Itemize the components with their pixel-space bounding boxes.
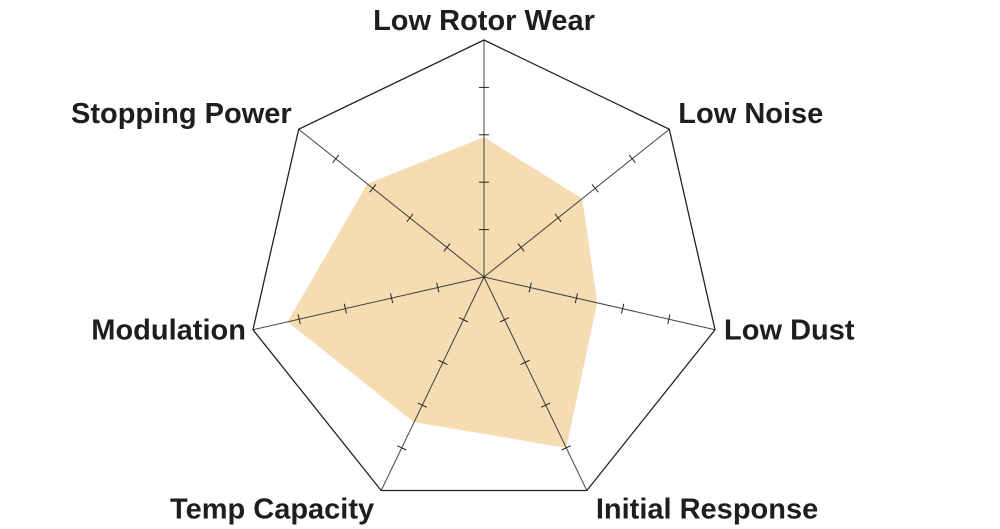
axis-label: Initial Response [596, 494, 818, 526]
axis-label: Temp Capacity [170, 494, 374, 526]
series-area-0 [287, 137, 598, 448]
axis-label: Low Dust [724, 315, 855, 347]
axis-tick [297, 314, 301, 325]
axis-tick [554, 213, 562, 223]
axis-line [380, 276, 485, 491]
axis-tick [389, 293, 394, 304]
axis-tick [332, 154, 340, 164]
axis-tick [417, 402, 428, 408]
axis-tick [628, 154, 636, 164]
axis-tick [438, 359, 448, 366]
axis-label: Stopping Power [71, 98, 292, 130]
axis-tick [621, 303, 625, 314]
axis-line [483, 276, 588, 491]
axis-tick [591, 184, 599, 193]
axis-tick [443, 243, 451, 252]
outer-frame [252, 39, 716, 492]
axis-tick [436, 282, 440, 293]
axis-line [483, 128, 670, 278]
axis-line [298, 128, 485, 278]
axis-line [252, 276, 485, 331]
axis-tick [520, 359, 530, 366]
axis-tick [574, 293, 579, 304]
axis-tick [406, 213, 414, 223]
axis-tick [499, 317, 510, 323]
axis-tick [369, 184, 377, 193]
axis-tick [528, 282, 532, 293]
axis-tick [343, 303, 347, 314]
axis-label: Low Noise [678, 98, 823, 130]
axis-tick [540, 402, 551, 408]
axis-tick [667, 314, 671, 325]
axis-label: Low Rotor Wear [373, 5, 595, 37]
axis-tick [561, 445, 571, 451]
axis-label: Modulation [91, 315, 246, 347]
axis-tick [517, 243, 525, 252]
axis-tick [397, 445, 407, 451]
axis-tick [458, 317, 469, 323]
axis-line [483, 276, 716, 331]
